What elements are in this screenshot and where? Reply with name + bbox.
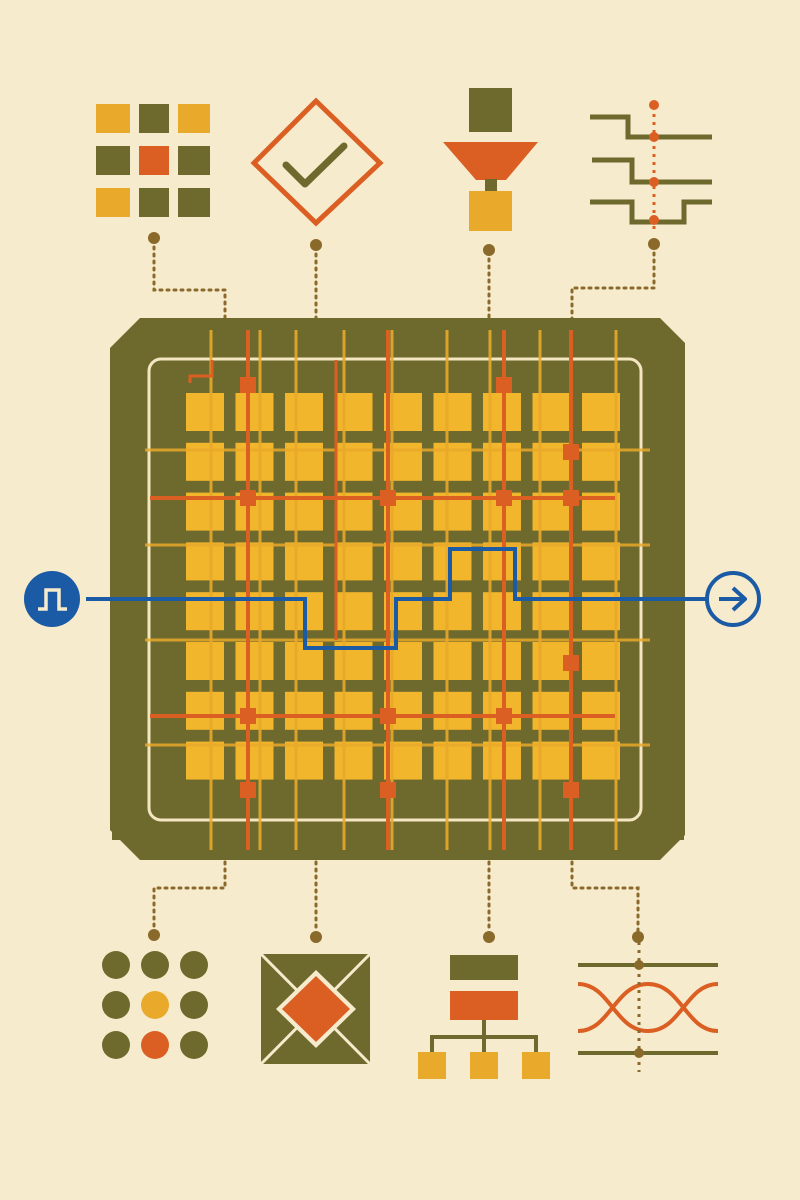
core-cell <box>334 542 373 581</box>
core-cell <box>285 741 323 780</box>
core-cell <box>433 741 472 780</box>
core-cell <box>384 393 422 431</box>
bus-lines <box>145 330 650 850</box>
hierarchy-tree-icon <box>418 955 550 1079</box>
bus-junction <box>563 490 579 506</box>
bus-junction <box>496 708 512 724</box>
core-cell <box>433 393 472 431</box>
bus-stub <box>188 360 214 383</box>
bus-junction <box>563 655 579 671</box>
core-cell <box>186 642 224 680</box>
funnel-block-icon <box>443 88 538 231</box>
core-cell <box>186 542 224 581</box>
bus-junction <box>380 782 396 798</box>
core-cell <box>334 592 373 631</box>
checkmark-diamond-icon <box>250 97 384 227</box>
core-cell <box>384 741 422 780</box>
diamond-in-square-icon <box>259 952 372 1066</box>
core-cell <box>235 642 274 680</box>
core-cell <box>582 642 620 680</box>
core-cell <box>384 542 422 581</box>
chip-inner-frame <box>147 357 643 822</box>
core-cell <box>433 691 472 730</box>
bus-junction <box>563 782 579 798</box>
bottom-connector-dots <box>148 929 644 943</box>
pixel-grid-icon <box>96 104 210 217</box>
core-cell <box>334 741 373 780</box>
core-cell <box>582 542 620 581</box>
core-cell <box>334 691 373 730</box>
core-cell <box>285 691 323 730</box>
core-cell <box>235 542 274 581</box>
bus-junction <box>240 377 256 393</box>
core-cell <box>433 642 472 680</box>
core-cell <box>532 542 571 581</box>
core-cell <box>235 741 274 780</box>
bus-junction <box>380 490 396 506</box>
core-cell <box>532 393 571 431</box>
core-cell <box>285 542 323 581</box>
core-cell <box>582 741 620 780</box>
core-cell <box>532 691 571 730</box>
bus-junction <box>240 782 256 798</box>
step-waveform-icon <box>590 100 712 234</box>
core-cell <box>582 393 620 431</box>
pulse-input-icon <box>24 571 80 627</box>
core-cell <box>532 741 571 780</box>
dot-matrix-icon <box>102 951 208 1059</box>
arrow-output-icon <box>705 571 761 627</box>
crossing-waves-icon <box>577 942 719 1072</box>
bus-junction <box>563 444 579 460</box>
core-cell <box>235 393 274 431</box>
core-cell <box>582 691 620 730</box>
bus-junction <box>380 708 396 724</box>
bus-junction <box>496 377 512 393</box>
core-cell <box>334 393 373 431</box>
core-cell <box>186 691 224 730</box>
bus-junction <box>240 490 256 506</box>
core-cell <box>285 393 323 431</box>
core-cell <box>186 393 224 431</box>
chip <box>110 318 685 860</box>
bus-junction <box>240 708 256 724</box>
top-connector-dots <box>148 232 660 256</box>
core-cell <box>186 741 224 780</box>
top-connectors <box>152 238 656 324</box>
bottom-connectors <box>152 860 640 934</box>
signal-path <box>86 547 710 650</box>
bus-junction <box>496 490 512 506</box>
